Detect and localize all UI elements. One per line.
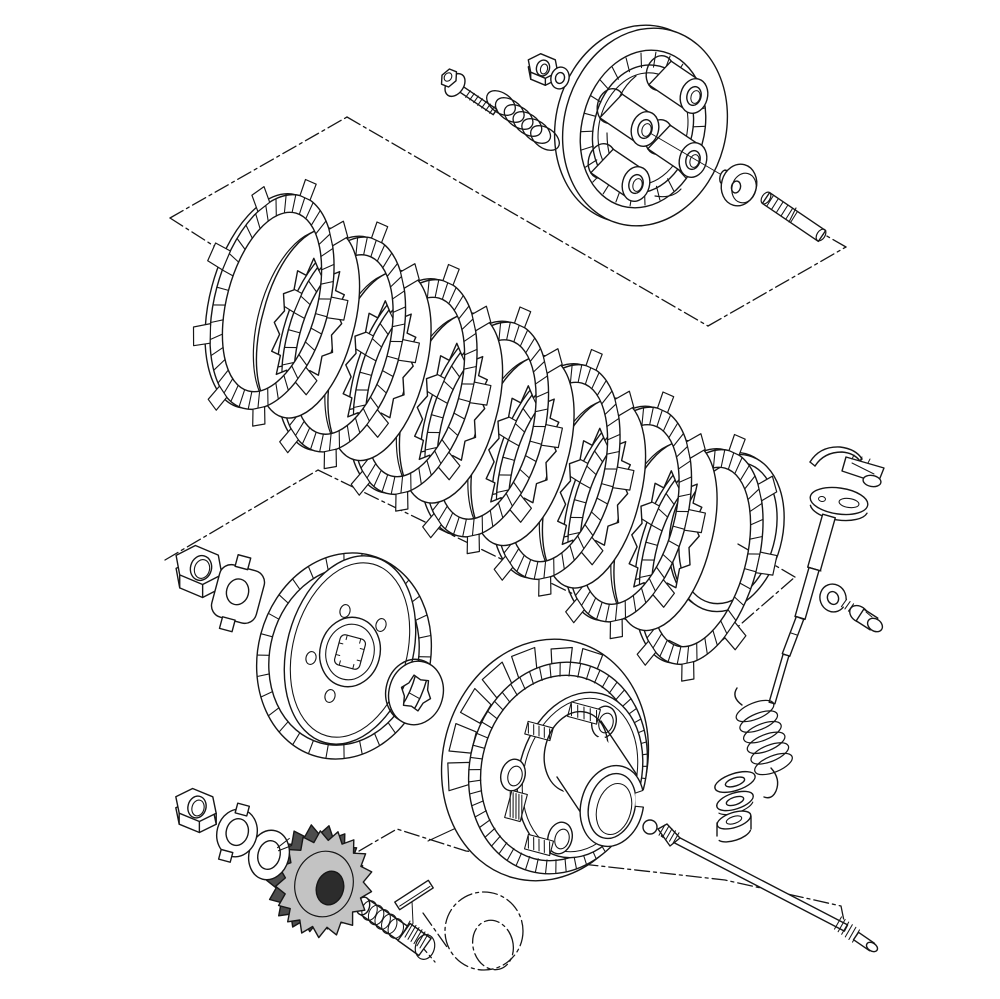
crankshaft-phantom [416, 891, 524, 971]
clutch-release-arm [768, 446, 885, 705]
clutch-center-gear [255, 552, 433, 760]
hex-nut [175, 544, 223, 599]
sealing-washer [819, 583, 847, 613]
return-spring [734, 687, 793, 799]
washer [550, 66, 570, 90]
coil-spring [486, 90, 560, 151]
crankshaft-nose [355, 896, 436, 960]
hex-nut [175, 787, 217, 834]
split-lock-washer [247, 829, 293, 881]
tab-lock-washer [210, 554, 266, 633]
woodruff-key [394, 879, 434, 911]
clutch-pushrod [657, 823, 879, 953]
primary-drive-gear [265, 824, 373, 939]
flange-bolt [840, 598, 884, 633]
clutch-lifter-piece [719, 163, 758, 207]
steel-ball [642, 819, 658, 835]
tab-lock-washer [216, 802, 258, 863]
splined-thrust-washer [384, 658, 445, 726]
clutch-pressure-plate [553, 24, 733, 227]
hex-nut [527, 53, 559, 87]
spacer-collar [716, 810, 752, 843]
lifter-pin [760, 191, 827, 243]
seal-washer [716, 790, 754, 816]
clutch-outer-basket [440, 638, 650, 882]
flange-bolt [440, 68, 498, 116]
friction-disc [192, 178, 349, 427]
clutch-plate-stack [192, 178, 785, 682]
flat-washer [714, 770, 756, 794]
